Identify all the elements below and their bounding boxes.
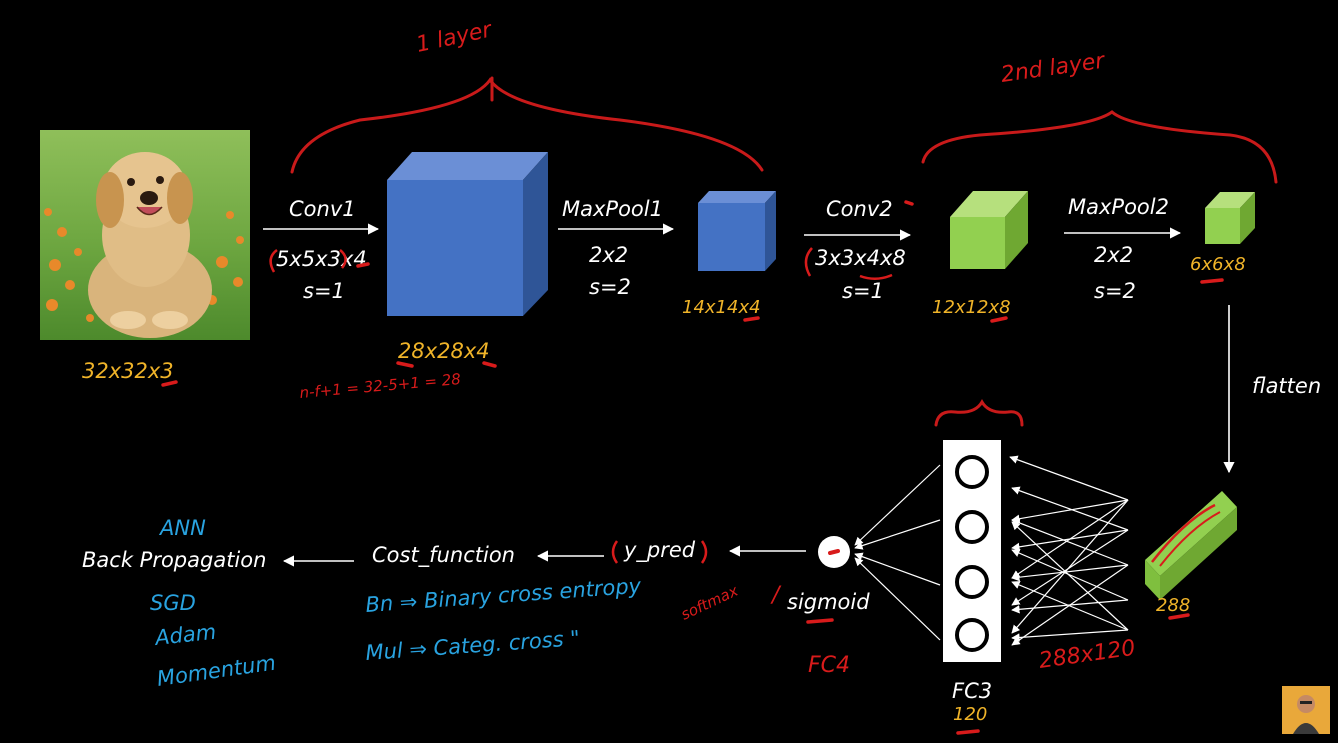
fc3-weights-note: 288x120: [1037, 636, 1137, 674]
softmax-note: softmax: [678, 582, 741, 624]
conv1-filter: 5x5x3x4: [276, 247, 367, 271]
fc3-neuron: [955, 455, 989, 489]
conv1-stride: s=1: [303, 279, 345, 303]
binary-ce-note: Bn ⇒ Binary cross entropy: [365, 574, 643, 617]
backprop-label: Back Propagation: [82, 548, 266, 572]
pool2-label: MaxPool2: [1068, 195, 1169, 219]
layer1-note: 1 layer: [414, 17, 496, 58]
flatten-label: flatten: [1252, 374, 1321, 398]
fc3-neuron: [955, 618, 989, 652]
input-dim: 32x32x3: [82, 359, 174, 383]
layer2-brace: [921, 110, 1278, 184]
pool2-size: 2x2: [1094, 243, 1133, 267]
input-dim-underline: [161, 380, 178, 387]
cost-function-label: Cost_function: [372, 543, 515, 568]
fc3-brace: [934, 399, 1024, 427]
fc3-label: FC3: [952, 679, 992, 703]
pool1-size: 2x2: [589, 243, 628, 267]
pool2-output-dim: 6x6x8: [1190, 254, 1246, 275]
conv1-output-dim: 28x28x4: [398, 339, 490, 363]
conv1-label: Conv1: [289, 197, 356, 221]
fc3-layer: [943, 440, 1001, 662]
conv1-output-cube: [387, 152, 548, 316]
adam-note: Adam: [152, 620, 217, 650]
fc3-units: 120: [953, 704, 987, 725]
conv2-output-cube: [950, 191, 1028, 269]
sgd-note: SGD: [150, 591, 196, 615]
flatten-output-bar: [1145, 491, 1237, 600]
pool1-stride: s=2: [589, 275, 631, 299]
softmax-slash: /: [770, 583, 782, 608]
categorical-ce-note: Mul ⇒ Categ. cross ": [365, 626, 581, 665]
ann-note: ANN: [158, 516, 206, 540]
output-activation: sigmoid: [787, 590, 870, 614]
pool1-output-cube: [698, 191, 776, 271]
presenter-avatar: [1282, 686, 1330, 734]
puppy-image: [40, 130, 250, 340]
fc3-output-connections: [854, 464, 941, 641]
conv2-stride: s=1: [842, 279, 884, 303]
fc3-neuron: [955, 510, 989, 544]
conv2-output-dim: 12x12x8: [932, 297, 1011, 318]
conv-formula: n-f+1 = 32-5+1 = 28: [299, 370, 462, 402]
pool2-stride: s=2: [1094, 279, 1136, 303]
pool1-output-dim: 14x14x4: [682, 297, 761, 318]
y-pred-label: y_pred: [623, 538, 696, 563]
conv2-filter: 3x3x4x8: [815, 246, 906, 270]
conv2-label: Conv2: [826, 197, 893, 221]
layer2-note: 2nd layer: [999, 48, 1107, 88]
flatten-output-dim: 288: [1156, 595, 1190, 616]
momentum-note: Momentum: [155, 651, 277, 691]
pool2-output-cube: [1205, 192, 1255, 244]
conv1-red-mark: [269, 248, 278, 273]
flatten-fc3-connections: [1009, 455, 1129, 646]
fc3-neuron: [955, 565, 989, 599]
fc4-note: FC4: [808, 653, 850, 678]
pool1-label: MaxPool1: [562, 197, 663, 221]
